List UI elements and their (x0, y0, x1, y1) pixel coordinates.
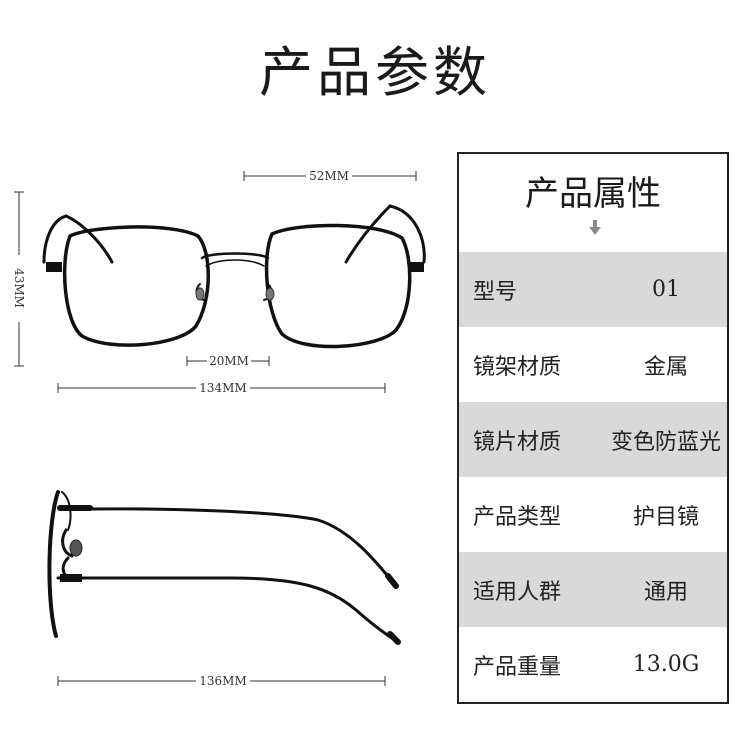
bridge-width-label: 20MM (209, 354, 249, 368)
glasses-front-view (42, 204, 426, 349)
attribute-label: 产品类型 (473, 504, 562, 530)
product-attributes-panel: 产品属性 型号 01 镜架材质 金属 镜片材质 变色防蓝光 产品类型 护目镜 适… (457, 152, 729, 704)
attribute-row-model: 型号 01 (459, 252, 727, 327)
attribute-value: 通用 (643, 579, 688, 605)
attribute-label: 镜架材质 (473, 354, 562, 380)
lens-height-label: 43MM (12, 268, 26, 308)
down-arrow-icon (589, 220, 601, 235)
attribute-table: 型号 01 镜架材质 金属 镜片材质 变色防蓝光 产品类型 护目镜 适用人群 通… (459, 252, 727, 702)
page-title: 产品参数 (259, 41, 491, 104)
attribute-label: 镜片材质 (473, 429, 562, 455)
temple-length-dimension: 136MM (57, 674, 386, 688)
bridge-width-dimension: 20MM (186, 354, 270, 368)
attribute-row-weight: 产品重量 13.0G (459, 627, 727, 702)
attribute-row-lens-material: 镜片材质 变色防蓝光 (459, 402, 727, 477)
glasses-side-view (47, 490, 401, 645)
temple-length-label: 136MM (199, 674, 246, 688)
panel-title: 产品属性 (525, 174, 661, 214)
glasses-illustration: 52MM 43MM 20MM (12, 169, 426, 688)
attribute-label: 适用人群 (473, 579, 562, 605)
frame-width-label: 134MM (199, 381, 246, 395)
attribute-value: 金属 (643, 354, 688, 380)
lens-width-label: 52MM (309, 169, 349, 183)
attribute-label: 型号 (473, 279, 518, 305)
attribute-row-audience: 适用人群 通用 (459, 552, 727, 627)
attribute-value: 护目镜 (632, 504, 699, 530)
lens-width-dimension: 52MM (243, 169, 417, 183)
attribute-row-product-type: 产品类型 护目镜 (459, 477, 727, 552)
attribute-label: 产品重量 (473, 654, 562, 680)
attribute-row-frame-material: 镜架材质 金属 (459, 327, 727, 402)
attribute-value: 01 (652, 277, 680, 302)
lens-height-dimension: 43MM (12, 191, 26, 367)
attribute-value: 变色防蓝光 (610, 429, 721, 455)
frame-width-dimension: 134MM (57, 381, 386, 395)
attribute-value: 13.0G (632, 652, 700, 677)
